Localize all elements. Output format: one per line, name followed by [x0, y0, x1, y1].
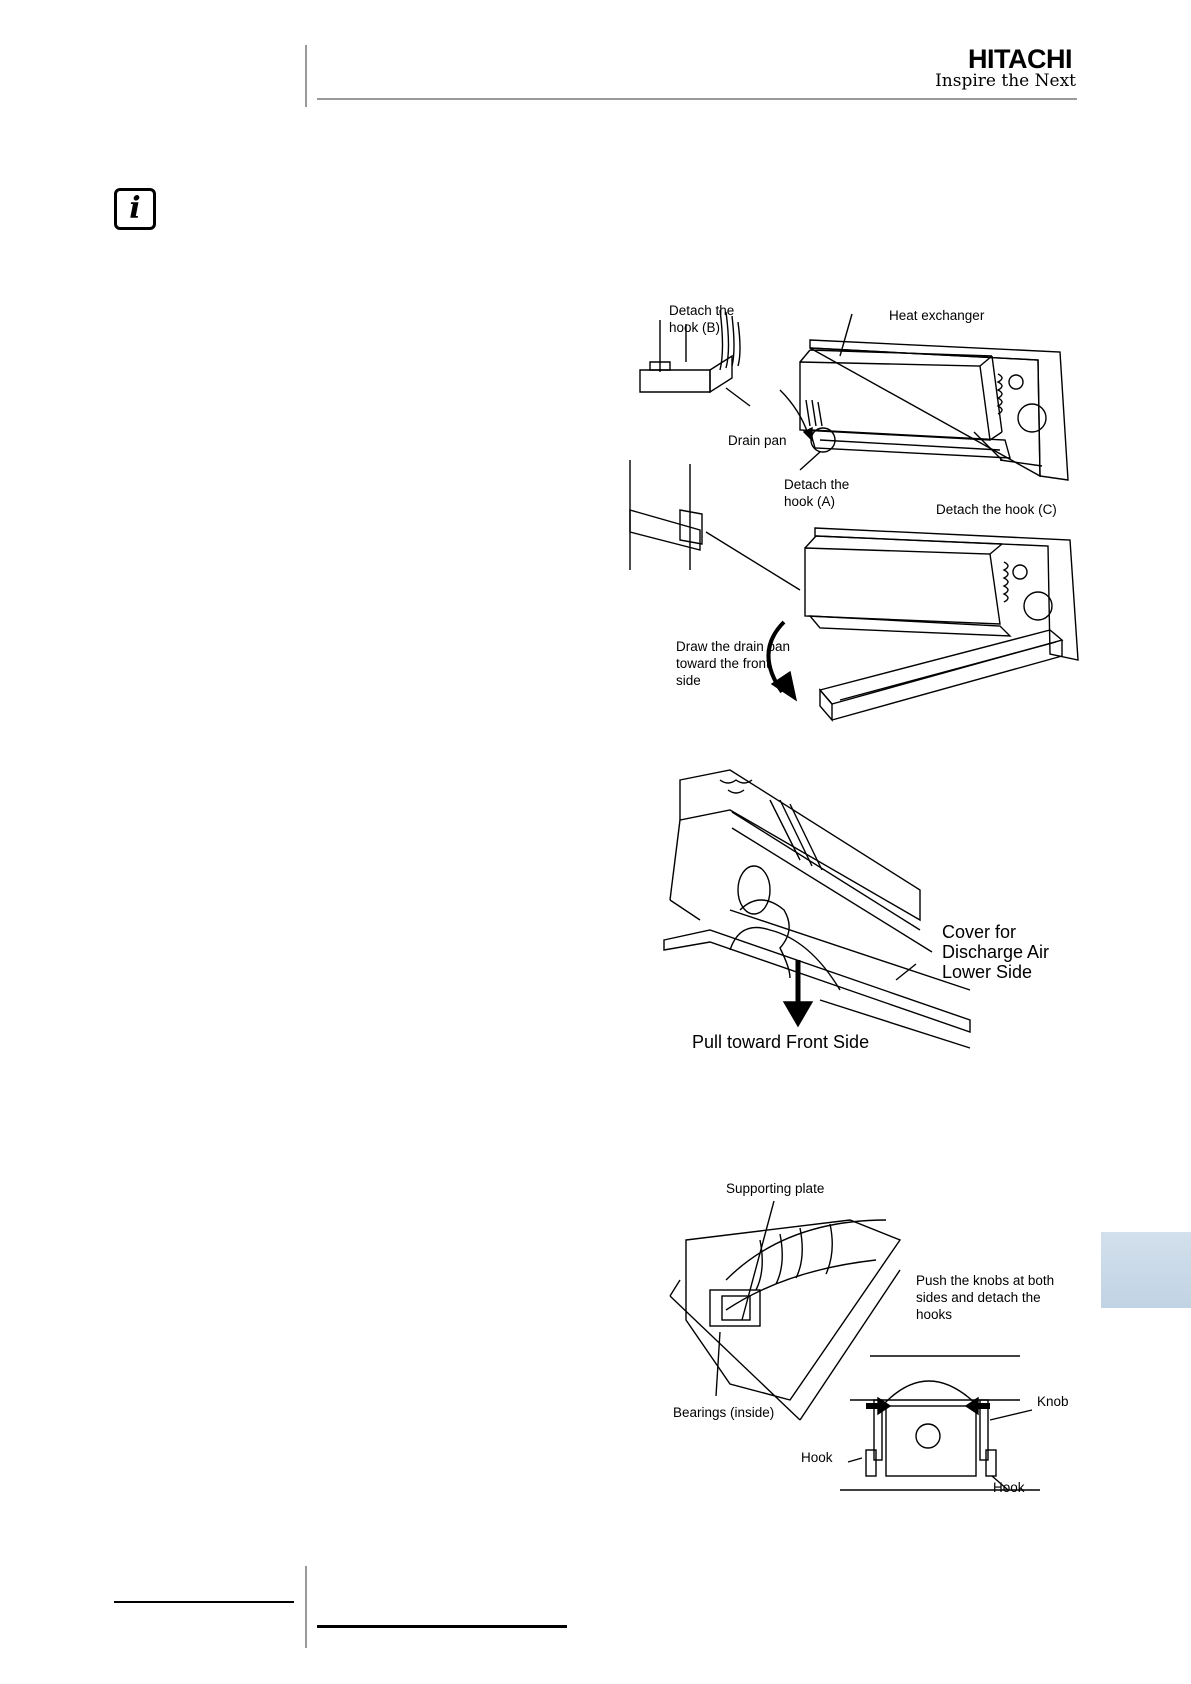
chapter-tab [1101, 1232, 1191, 1308]
brand-tagline: Inspire the Next [935, 71, 1076, 91]
label-bearings-inside: Bearings (inside) [673, 1405, 775, 1420]
back-plate-upper [809, 339, 1069, 481]
drain-pan-rail-upper [809, 429, 1011, 459]
label-hook-left: Hook [801, 1450, 833, 1465]
label-detach-hook-a: Detach the hook (A) [784, 477, 850, 509]
label-draw-drain-pan: Draw the drain pan toward the front side [676, 639, 791, 688]
discharge-cover-diagram [663, 769, 971, 1049]
label-hook-right: Hook [993, 1480, 1025, 1495]
fan-bearing-diagram [669, 1200, 1040, 1491]
brand-logo: HITACHI [968, 44, 1073, 74]
discharge-cover [663, 929, 971, 1033]
fan-casing [685, 1219, 902, 1401]
label-cover-discharge: Cover for Discharge Air Lower Side [942, 922, 1050, 982]
fan-drum [725, 1219, 887, 1311]
label-drain-pan: Drain pan [728, 433, 787, 448]
footer-rule-left [114, 1601, 294, 1603]
footer-divider-vertical [305, 1566, 307, 1648]
label-detach-hook-c: Detach the hook (C) [936, 502, 1057, 517]
hook-a-marker [810, 427, 836, 453]
drain-pan-drawn [808, 615, 1012, 637]
unit-body [679, 769, 921, 922]
bearing-housing [885, 1405, 977, 1477]
label-heat-exchanger: Heat exchanger [889, 308, 985, 323]
label-push-knobs: Push the knobs at both sides and detach … [916, 1273, 1055, 1322]
info-icon: i [114, 188, 156, 230]
drain-pan-removal-diagram [629, 309, 1079, 722]
label-detach-hook-b: Detach the hook (B) [669, 303, 735, 335]
label-pull-front: Pull toward Front Side [692, 1032, 870, 1052]
heat-exchanger-box [799, 361, 991, 441]
hand [729, 899, 841, 991]
back-plate-lower [814, 527, 1079, 661]
header-rule [317, 98, 1077, 100]
heat-exchanger-box-lower [804, 547, 1001, 625]
label-supporting-plate: Supporting plate [726, 1181, 825, 1196]
label-knob: Knob [1037, 1394, 1069, 1409]
footer-rule-right [317, 1625, 567, 1628]
header-divider-vertical [305, 45, 307, 107]
